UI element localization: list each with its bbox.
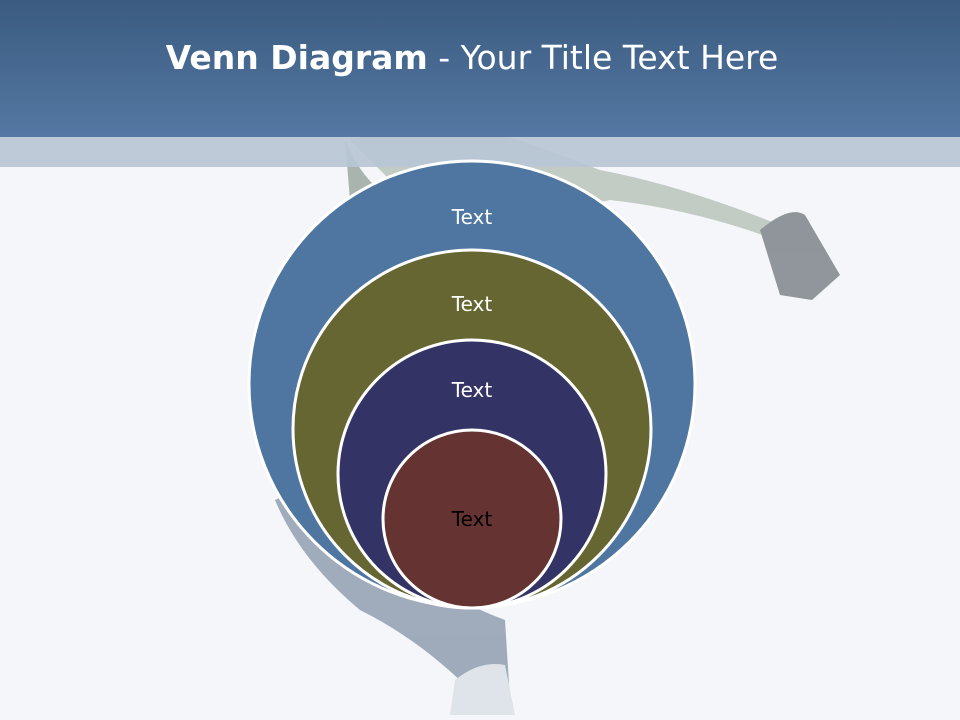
slide-title: Venn Diagram - Your Title Text Here xyxy=(0,38,944,77)
title-rest: - Your Title Text Here xyxy=(427,38,779,77)
venn-circle-inner xyxy=(381,428,563,610)
venn-label-second: Text xyxy=(451,292,493,316)
title-bar xyxy=(0,0,960,137)
venn-label-third: Text xyxy=(451,378,493,402)
title-bold: Venn Diagram xyxy=(165,38,428,77)
venn-label-inner: Text xyxy=(451,507,493,531)
venn-label-outer: Text xyxy=(451,205,493,229)
